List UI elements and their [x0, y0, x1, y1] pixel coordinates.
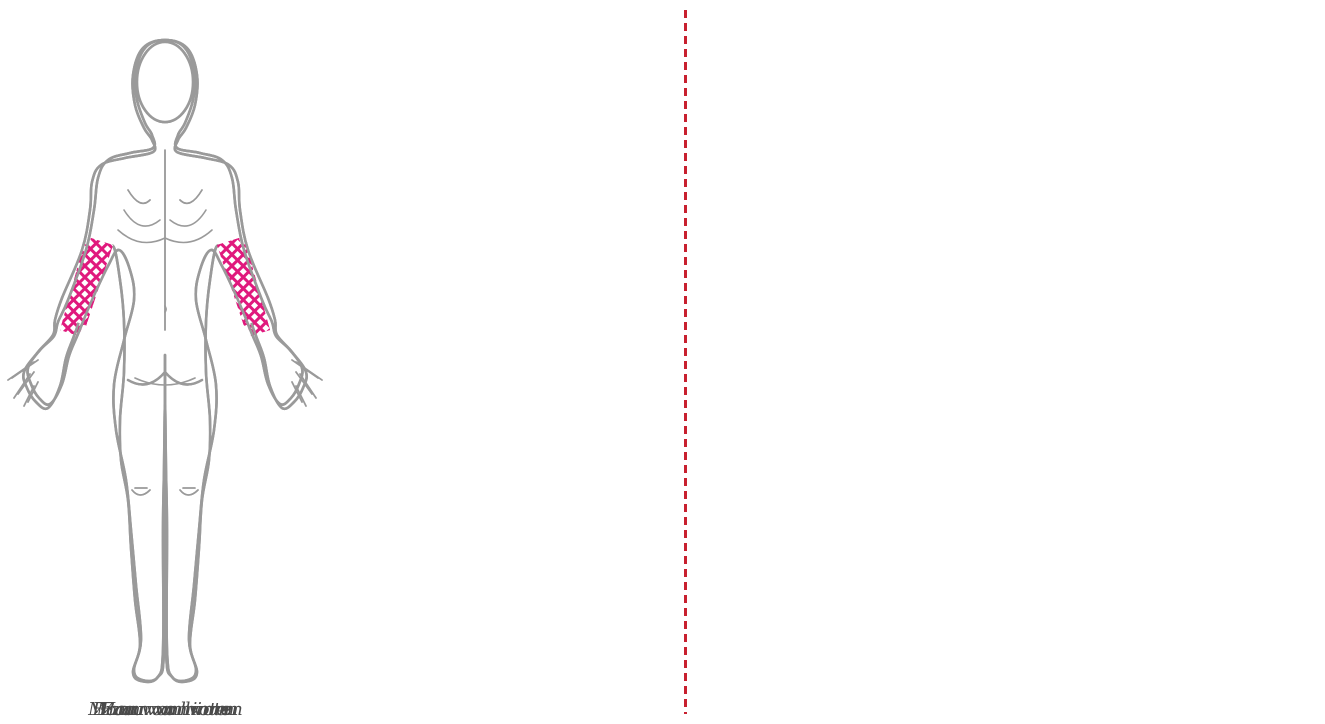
figure-woman-back: Frau von hinten	[0, 0, 331, 724]
body-outline	[28, 40, 303, 681]
divider-line	[684, 10, 687, 714]
caption-woman-back: Frau von hinten	[0, 698, 331, 722]
head-outline	[137, 42, 193, 122]
female-body-back-outline	[0, 0, 331, 700]
